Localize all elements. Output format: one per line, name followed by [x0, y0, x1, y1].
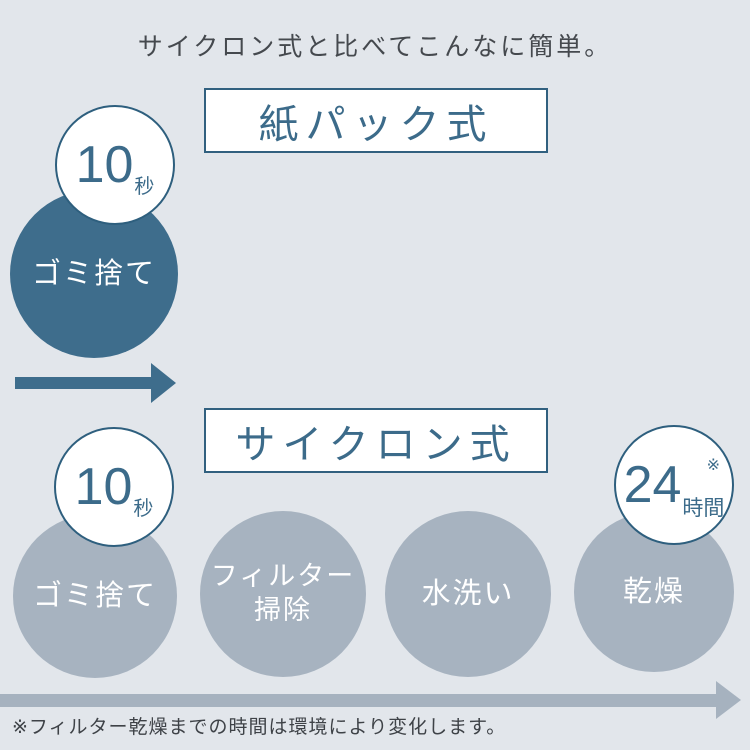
cyclone-time-end-value: 24	[623, 456, 682, 514]
paper-pack-duration-arrow-head-icon	[151, 363, 176, 403]
cyclone-heading-box: サイクロン式	[204, 408, 548, 473]
paper-pack-time-circle: 10 秒	[55, 105, 175, 225]
cyclone-step-water-rinse-circle: 水洗い	[385, 511, 551, 677]
cyclone-step-drying-label: 乾燥	[622, 575, 685, 608]
cyclone-time-end-unit: 時間	[682, 497, 725, 520]
cyclone-step-filter-cleaning-circle: フィルター 掃除	[200, 511, 366, 677]
cyclone-step-filter-cleaning-label: フィルター 掃除	[210, 561, 356, 625]
cyclone-time-start-unit: 秒	[133, 498, 154, 520]
footnote: ※フィルター乾燥までの時間は環境により変化します。	[12, 717, 507, 738]
cyclone-duration-arrow-head-icon	[716, 681, 741, 719]
cyclone-time-end-circle: ※ 24 時間	[614, 425, 734, 545]
paper-pack-duration-arrow-shaft	[15, 377, 151, 389]
page-title: サイクロン式と比べてこんなに簡単。	[137, 33, 613, 61]
paper-pack-heading-box: 紙パック式	[204, 88, 548, 153]
paper-pack-time-unit: 秒	[134, 176, 155, 198]
asterisk-note-icon: ※	[706, 457, 720, 474]
cyclone-time-start-circle: 10 秒	[54, 427, 174, 547]
paper-pack-time-value: 10	[75, 136, 134, 194]
paper-pack-heading-label: 紙パック式	[258, 102, 494, 147]
paper-pack-step-trash-label: ゴミ捨て	[31, 257, 156, 290]
cyclone-time-start-value: 10	[74, 458, 133, 516]
cyclone-step-trash-label: ゴミ捨て	[32, 579, 157, 612]
cyclone-duration-arrow-shaft	[0, 694, 716, 707]
cyclone-heading-label: サイクロン式	[235, 422, 517, 467]
cyclone-step-water-rinse-label: 水洗い	[421, 577, 515, 610]
cyclone-step-trash-circle: ゴミ捨て	[13, 514, 177, 678]
